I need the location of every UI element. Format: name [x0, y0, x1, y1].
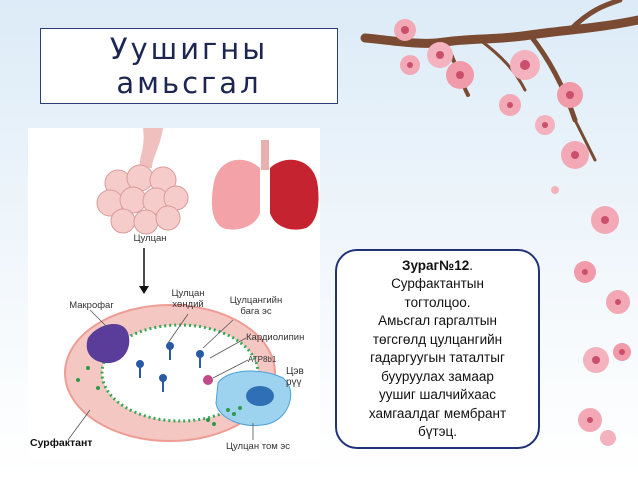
surfactant-diagram [28, 128, 320, 458]
figure-caption-box: Зураг№12. Сурфактантын тогтолцоо. Амьсга… [335, 249, 540, 449]
arrow-down-icon [139, 286, 149, 294]
branch-icon [360, 0, 638, 162]
slide-title-line-1: Уушигны [109, 32, 269, 66]
label-alveolar-cavity: Цулцан хөндий [171, 288, 205, 310]
caption-figure-number: Зураг№12. [402, 257, 473, 273]
caption-line-3: Амьсгал гаргалтын [378, 313, 497, 328]
surfactant-granules-icon [76, 366, 242, 426]
cherry-blossom-branch-illustration [360, 0, 638, 446]
caption-figure-number-text: Зураг№12 [402, 257, 470, 273]
macrophage-cell-icon [86, 323, 130, 363]
alveolus-cross-section [64, 304, 292, 442]
label-alveoli: Цулцан [133, 233, 167, 244]
caption-line-9: бүтэц. [417, 424, 458, 439]
caption-line-4: төгсгөлд цулцангийн [372, 331, 503, 347]
ion-channel-icons [136, 342, 204, 392]
label-pointer-lines [67, 309, 254, 441]
caption-line-2: тогтолцоо. [404, 294, 471, 310]
caption-line-8: хамгаалдаг мембрант [368, 405, 507, 421]
caption-line-5: гадаргуугын таталтыг [370, 350, 505, 365]
label-atp8b1: ATP8b1 [248, 355, 277, 364]
label-surfactant: Сурфактант [30, 437, 93, 449]
blossom-flowers-icon [394, 19, 631, 446]
alveoli-cluster-icon [96, 128, 189, 235]
surfactant-figure: Цулцан Макрофаг Цулцан хөндий Цулцангийн… [28, 128, 320, 458]
caption-line-7: уушиг шалчийхаас [379, 387, 496, 402]
label-large-alveolar-cell: Цулцан том эс [225, 441, 291, 452]
label-small-alveolar-cells: Цулцангийн бага эс [229, 295, 283, 317]
caption-line-6: бууруулах замаар [381, 368, 494, 384]
label-cardiolipin: Кардиолипин [246, 332, 305, 343]
caption-line-1: Сурфактантын [391, 276, 484, 291]
atp-marker-icon [203, 375, 213, 385]
slide-title-box: Уушигны амьсгал [40, 28, 338, 104]
label-to-blood: Цэв рүү [286, 366, 304, 388]
slide-title-line-2: амьсгал [116, 66, 262, 100]
label-macrophage: Макрофаг [69, 300, 114, 311]
cell-nucleus-icon [246, 386, 274, 406]
lungs-icon [211, 140, 319, 230]
